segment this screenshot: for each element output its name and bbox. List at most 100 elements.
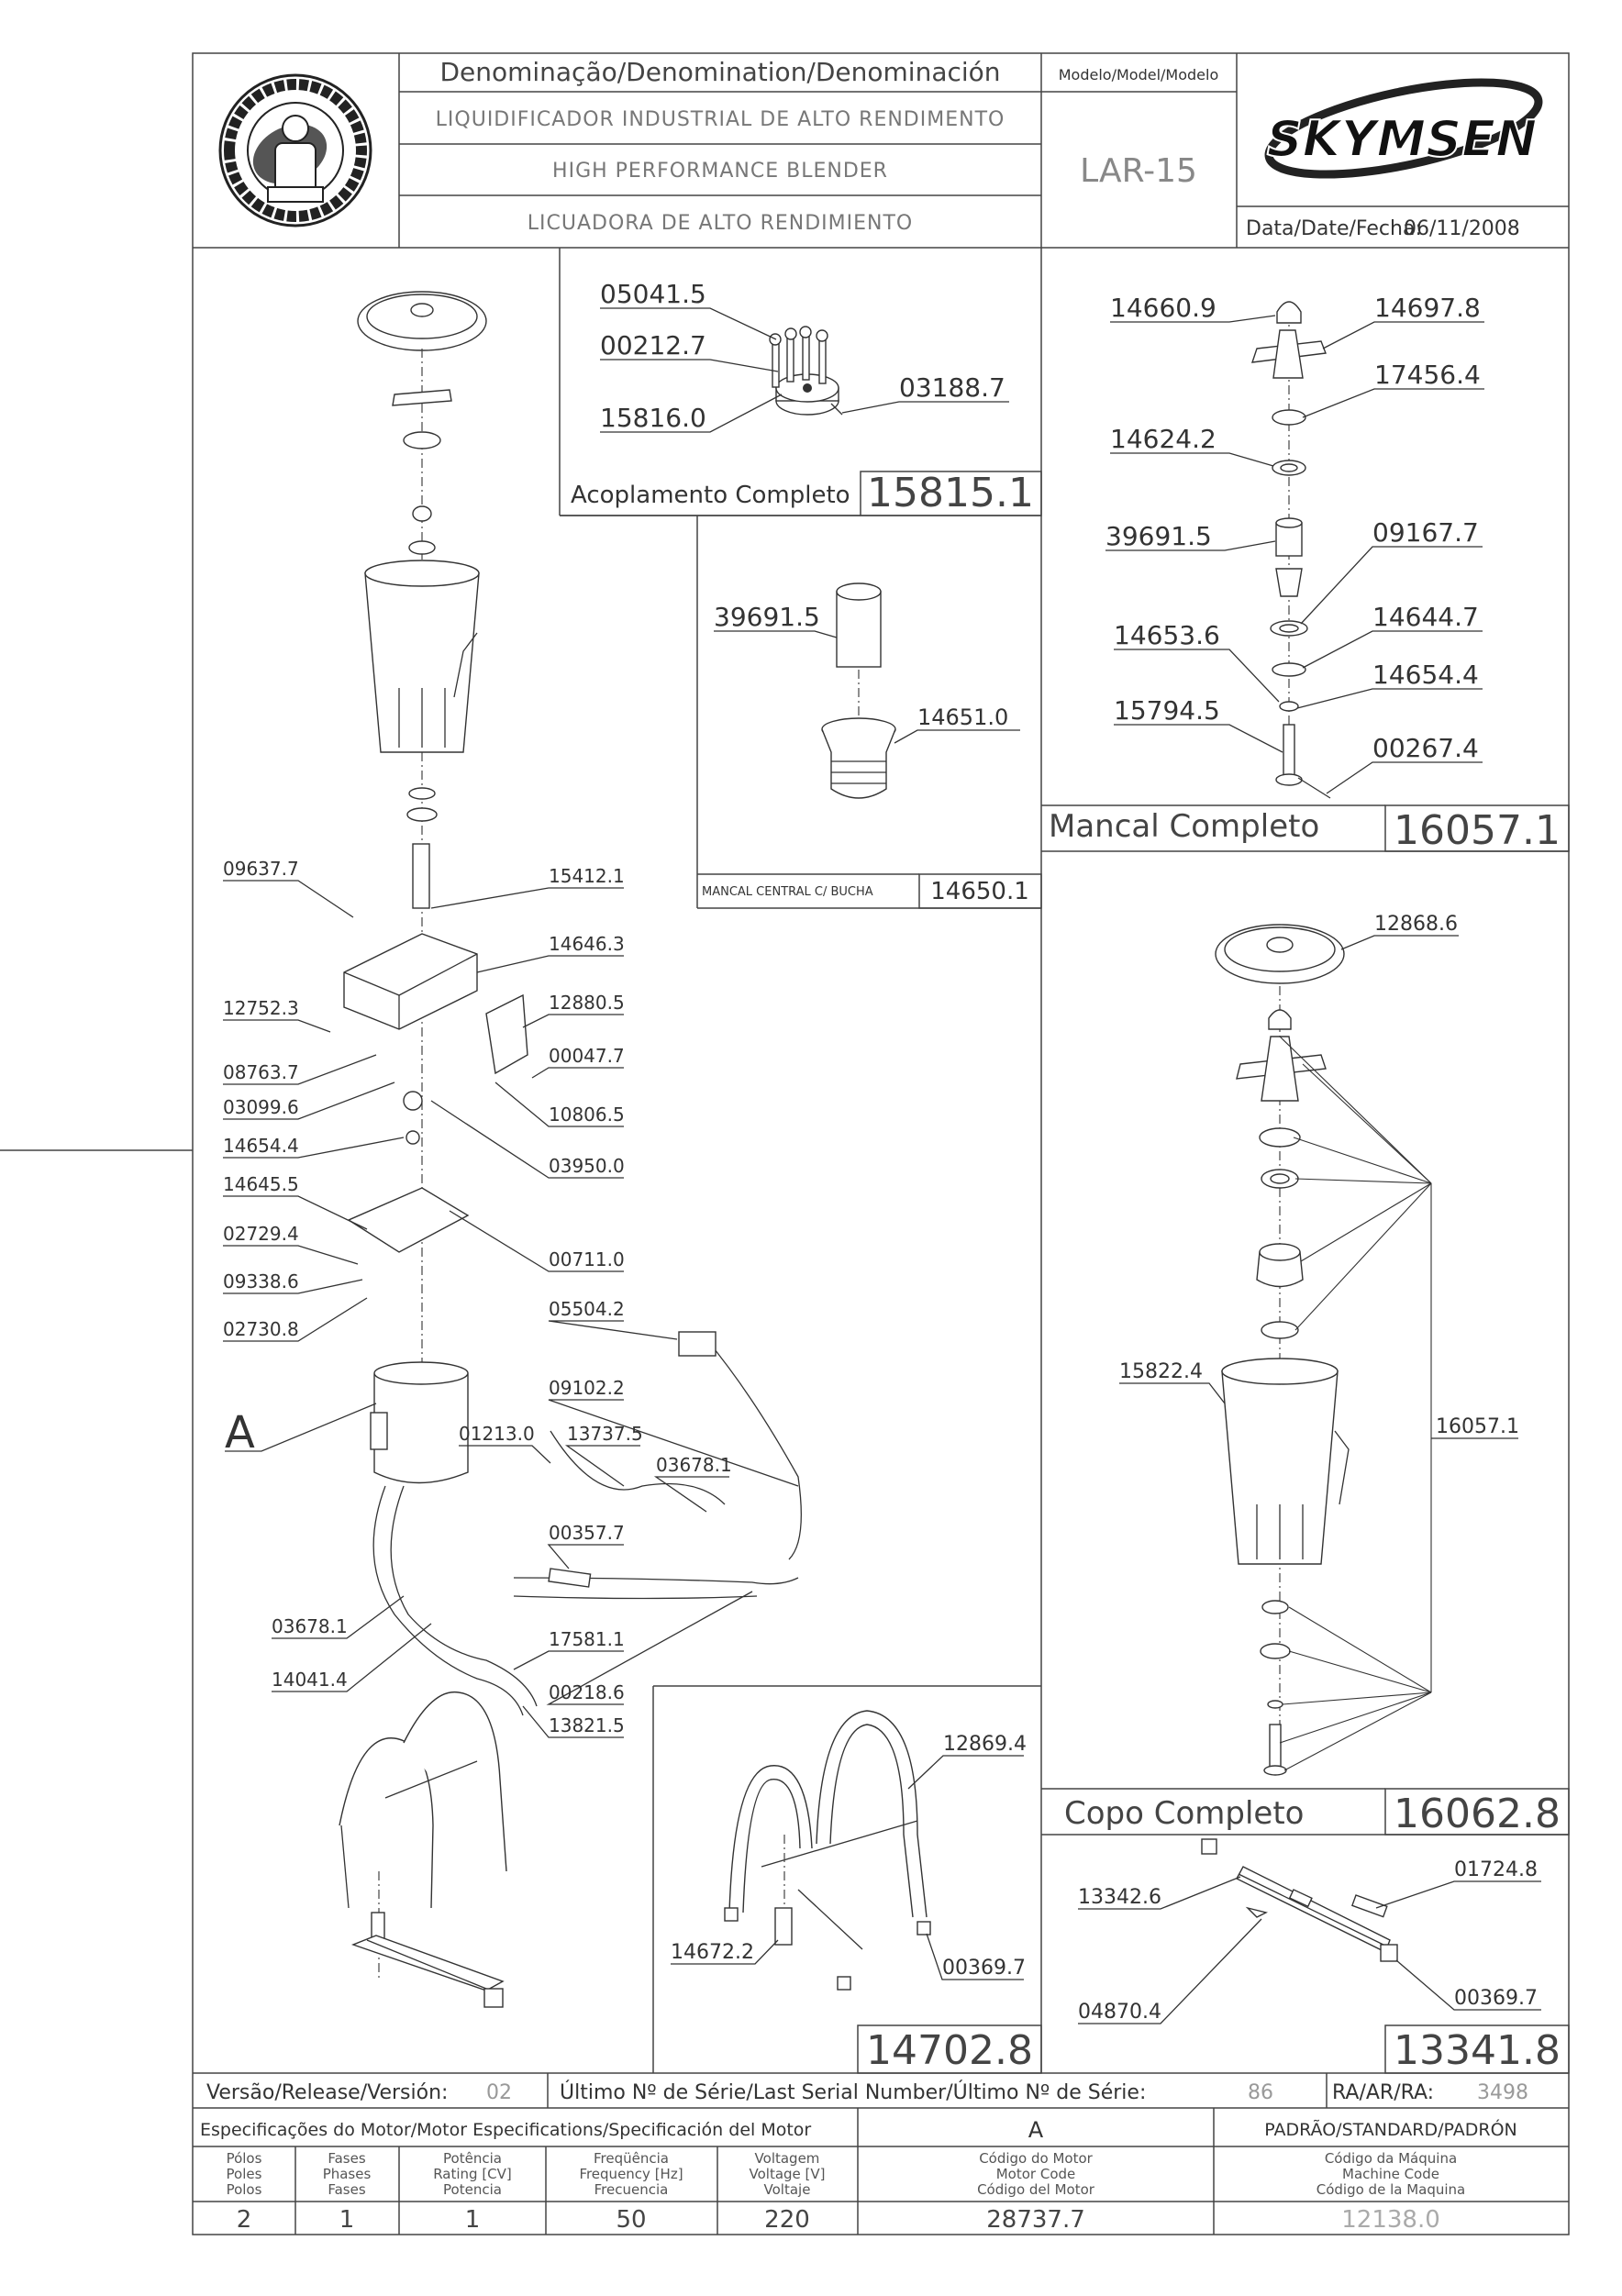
spec-value: 28737.7 <box>986 2206 1085 2234</box>
cup-label: Copo Completo <box>1064 1795 1304 1832</box>
svg-text:Frequency [Hz]: Frequency [Hz] <box>579 2166 683 2182</box>
spec-col-frequency: Freqüência Frequency [Hz] Frecuencia 50 <box>579 2150 683 2234</box>
part-label: 12880.5 <box>549 992 625 1014</box>
main-assembly-drawing <box>339 291 802 2008</box>
svg-text:Código de la Maquina: Código de la Maquina <box>1316 2181 1465 2198</box>
part-label: 39691.5 <box>714 602 820 632</box>
base-bar-drawing <box>1201 1838 1398 1962</box>
part-label: 14654.4 <box>1372 660 1479 690</box>
part-label: 15822.4 <box>1119 1360 1203 1383</box>
part-label: 09102.2 <box>549 1377 625 1399</box>
part-label: 00218.6 <box>549 1681 625 1703</box>
svg-text:Voltagem: Voltagem <box>755 2150 820 2167</box>
svg-text:Potência: Potência <box>443 2150 502 2167</box>
bearing-set-drawing <box>1250 301 1331 799</box>
part-label: 09167.7 <box>1372 517 1479 548</box>
cup-code: 16062.8 <box>1394 1791 1561 1837</box>
spec-value: 12138.0 <box>1341 2206 1440 2234</box>
part-label: 15412.1 <box>549 865 625 887</box>
coupling-drawing <box>769 326 843 416</box>
part-label: 14041.4 <box>272 1669 348 1691</box>
part-label: 13737.5 <box>567 1423 643 1445</box>
date-value: 06/11/2008 <box>1404 217 1520 240</box>
part-label: 14646.3 <box>549 933 625 955</box>
part-label: 14654.4 <box>223 1135 299 1157</box>
ra-label: RA/AR/RA: <box>1332 2081 1434 2104</box>
drawing-frame <box>0 52 1570 2235</box>
authorized-service-seal <box>218 73 372 227</box>
part-label: 10806.5 <box>549 1104 625 1126</box>
part-label: 16057.1 <box>1436 1415 1519 1438</box>
svg-text:Voltage [V]: Voltage [V] <box>750 2166 826 2182</box>
part-label: 01213.0 <box>459 1423 535 1445</box>
part-label: 03099.6 <box>223 1096 299 1118</box>
svg-text:Potencia: Potencia <box>443 2181 502 2198</box>
part-label: 15794.5 <box>1114 695 1220 726</box>
svg-text:Código del Motor: Código del Motor <box>977 2181 1095 2198</box>
spec-col-voltage: Voltagem Voltage [V] Voltaje 220 <box>750 2150 826 2234</box>
assembly-labels: Acoplamento Completo 15815.1 MANCAL CENT… <box>571 470 1561 2074</box>
part-label: 00267.4 <box>1372 733 1479 763</box>
svg-text:Fases: Fases <box>328 2181 365 2198</box>
spec-col-rating: Potência Rating [CV] Potencia 1 <box>433 2150 512 2234</box>
part-label: 14660.9 <box>1110 293 1216 323</box>
svg-text:Machine Code: Machine Code <box>1342 2166 1439 2182</box>
part-label: 12869.4 <box>943 1733 1027 1756</box>
part-label: 04870.4 <box>1078 2001 1161 2024</box>
spec-col-motor-code: Código do Motor Motor Code Código del Mo… <box>977 2150 1095 2234</box>
part-label: 05504.2 <box>549 1298 625 1320</box>
part-label: 14651.0 <box>917 704 1008 730</box>
description-es: LICUADORA DE ALTO RENDIMIENTO <box>528 212 913 235</box>
spec-value: 1 <box>465 2206 481 2234</box>
part-callouts: 05041.5 00212.7 15816.0 03188.7 39691.5 … <box>223 279 1541 2024</box>
svg-text:Fases: Fases <box>328 2150 365 2167</box>
spec-col-phases: Fases Phases Fases 1 <box>323 2150 372 2234</box>
version-value: 02 <box>486 2081 512 2104</box>
part-label: 02729.4 <box>223 1223 299 1245</box>
part-label: 13821.5 <box>549 1714 625 1736</box>
coupling-code: 15815.1 <box>867 470 1034 516</box>
part-label: 17456.4 <box>1374 360 1481 390</box>
denomination-title: Denominação/Denomination/Denominación <box>439 57 1000 87</box>
svg-text:Phases: Phases <box>323 2166 372 2182</box>
motor-spec-title: Especificações do Motor/Motor Especifica… <box>200 2120 811 2140</box>
part-label: 09637.7 <box>223 858 299 880</box>
skymsen-logo: SKYMSEN <box>1264 78 1543 179</box>
base-code: 13341.8 <box>1394 2027 1561 2074</box>
part-label: 03188.7 <box>899 372 1005 403</box>
part-label: 02730.8 <box>223 1318 299 1340</box>
svg-text:Polos: Polos <box>227 2181 262 2198</box>
part-label: 03678.1 <box>656 1454 732 1476</box>
part-label: 14653.6 <box>1114 620 1220 650</box>
part-label: 13342.6 <box>1078 1886 1161 1909</box>
spec-col-poles: Pólos Poles Polos 2 <box>227 2150 262 2234</box>
model-value: LAR-15 <box>1080 152 1197 190</box>
motor-ref: A <box>1028 2117 1044 2143</box>
part-label: 03950.0 <box>549 1155 625 1177</box>
brand-name: SKYMSEN <box>1267 110 1538 168</box>
part-label: 00711.0 <box>549 1248 625 1270</box>
part-label: 14645.5 <box>223 1173 299 1195</box>
part-label: 00212.7 <box>600 330 706 360</box>
part-label: 14697.8 <box>1374 293 1481 323</box>
part-label: 03678.1 <box>272 1615 348 1637</box>
motor-reference-label: A <box>225 1407 255 1459</box>
stand-drawing <box>724 1710 931 1991</box>
ra-value: 3498 <box>1477 2081 1528 2104</box>
part-label: 01724.8 <box>1454 1858 1538 1881</box>
version-label: Versão/Release/Versión: <box>206 2081 448 2104</box>
bearing-central-label: MANCAL CENTRAL C/ BUCHA <box>702 885 873 899</box>
part-label: 14624.2 <box>1110 424 1216 454</box>
part-label: 17581.1 <box>549 1628 625 1650</box>
spec-value: 220 <box>764 2206 810 2234</box>
stand-code: 14702.8 <box>866 2027 1033 2074</box>
part-label: 05041.5 <box>600 279 706 309</box>
serial-label: Último Nº de Série/Last Serial Number/Úl… <box>560 2080 1146 2104</box>
spec-value: 1 <box>339 2206 355 2234</box>
description-en: HIGH PERFORMANCE BLENDER <box>552 160 888 183</box>
serial-value: 86 <box>1248 2081 1273 2104</box>
svg-text:Rating [CV]: Rating [CV] <box>433 2166 512 2182</box>
standard-title: PADRÃO/STANDARD/PADRÓN <box>1264 2118 1517 2140</box>
model-title: Modelo/Model/Modelo <box>1059 66 1218 83</box>
